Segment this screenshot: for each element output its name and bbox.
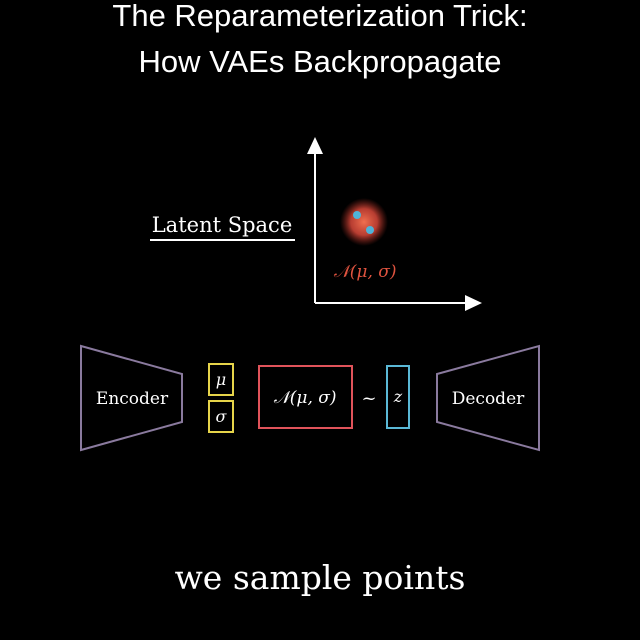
- decoder-label: Decoder: [452, 389, 525, 409]
- sigma-label: σ: [216, 407, 228, 426]
- caption: we sample points: [174, 558, 466, 597]
- sample-point: [366, 226, 374, 234]
- z-label: z: [393, 387, 403, 406]
- latent-parameters: μ σ: [208, 363, 234, 433]
- decoder: Decoder: [436, 344, 540, 452]
- title-line-1: The Reparameterization Trick:: [112, 0, 528, 33]
- decoder-shape: [436, 344, 540, 452]
- latent-space-label: Latent Space: [152, 213, 293, 237]
- z-node: z: [386, 365, 410, 429]
- sampling-tilde: ~: [361, 388, 376, 409]
- latent-distribution-label: 𝒩(μ, σ): [333, 262, 396, 282]
- encoder-shape: [80, 344, 183, 452]
- distribution-box-label: 𝒩(μ, σ): [273, 388, 336, 408]
- distribution-glow: [340, 198, 388, 246]
- sample-point: [353, 211, 361, 219]
- encoder-label: Encoder: [96, 389, 169, 409]
- latent-axes: [307, 137, 482, 311]
- x-axis-arrow-icon: [465, 295, 482, 311]
- latent-distribution-blob: [340, 198, 388, 246]
- mu-box: [208, 363, 234, 396]
- distribution-node: 𝒩(μ, σ): [258, 365, 353, 429]
- y-axis-arrow-icon: [307, 137, 323, 154]
- sigma-box: [208, 400, 234, 433]
- mu-label: μ: [216, 370, 226, 389]
- encoder: Encoder: [80, 344, 183, 452]
- title-line-2: How VAEs Backpropagate: [138, 44, 502, 79]
- z-box: [386, 365, 410, 429]
- distribution-box: [258, 365, 353, 429]
